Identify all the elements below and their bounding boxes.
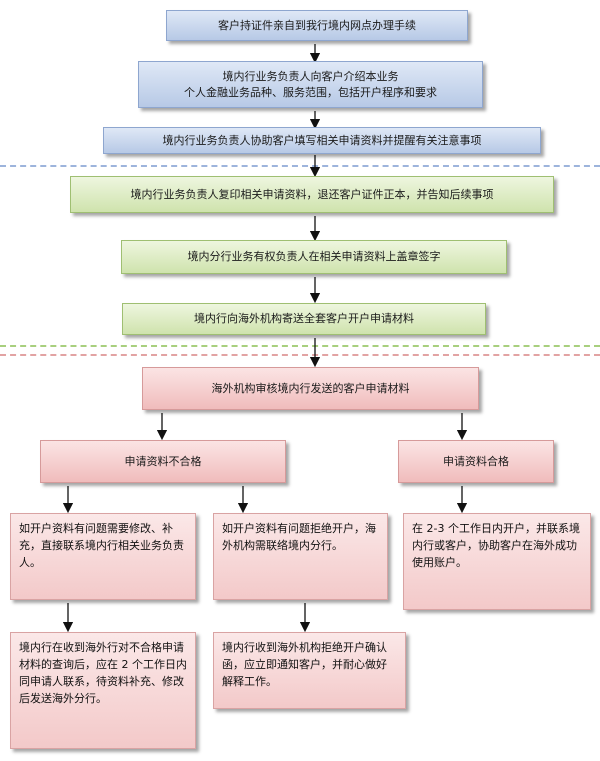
separator-pink <box>0 354 600 356</box>
branch-pass: 申请资料合格 <box>398 440 554 483</box>
separator-blue <box>0 165 600 167</box>
step-3: 境内行业务负责人协助客户填写相关申请资料并提醒有关注意事项 <box>103 127 541 154</box>
branch-pass-text: 申请资料合格 <box>443 454 509 468</box>
note-fail-reject: 如开户资料有问题拒绝开户，海外机构需联络境内分行。 <box>213 513 388 600</box>
branch-fail-text: 申请资料不合格 <box>124 454 202 468</box>
note-fail-reject-text: 如开户资料有问题拒绝开户，海外机构需联络境内分行。 <box>222 522 376 553</box>
step-5: 境内分行业务有权负责人在相关申请资料上盖章签字 <box>121 240 507 274</box>
step-7-text: 海外机构审核境内行发送的客户申请材料 <box>211 381 410 395</box>
note-reject-followup: 境内行收到海外机构拒绝开户确认函，应立即通知客户，并耐心做好解释工作。 <box>213 632 406 709</box>
step-6: 境内行向海外机构寄送全套客户开户申请材料 <box>122 303 486 335</box>
note-pass: 在 2-3 个工作日内开户，并联系境内行或客户，协助客户在海外成功使用账户。 <box>403 513 591 610</box>
step-2: 境内行业务负责人向客户介绍本业务 个人金融业务品种、服务范围，包括开户程序和要求 <box>138 61 483 108</box>
note-fail-followup-text: 境内行在收到海外行对不合格申请材料的查询后，应在 2 个工作日内同申请人联系，待… <box>19 641 187 706</box>
step-4: 境内行业务负责人复印相关申请资料，退还客户证件正本，并告知后续事项 <box>70 176 554 213</box>
step-4-text: 境内行业务负责人复印相关申请资料，退还客户证件正本，并告知后续事项 <box>130 187 494 201</box>
note-pass-text: 在 2-3 个工作日内开户，并联系境内行或客户，协助客户在海外成功使用账户。 <box>412 522 580 570</box>
step-1: 客户持证件亲自到我行境内网点办理手续 <box>166 10 468 41</box>
separator-green <box>0 345 600 347</box>
note-fail-modify: 如开户资料有问题需要修改、补充，直接联系境内行相关业务负责人。 <box>10 513 196 600</box>
step-2-line2: 个人金融业务品种、服务范围，包括开户程序和要求 <box>184 85 437 99</box>
step-5-text: 境内分行业务有权负责人在相关申请资料上盖章签字 <box>187 250 441 264</box>
note-fail-modify-text: 如开户资料有问题需要修改、补充，直接联系境内行相关业务负责人。 <box>19 522 184 570</box>
step-1-text: 客户持证件亲自到我行境内网点办理手续 <box>218 18 416 32</box>
step-2-line1: 境内行业务负责人向客户介绍本业务 <box>222 69 399 83</box>
step-6-text: 境内行向海外机构寄送全套客户开户申请材料 <box>194 312 414 326</box>
branch-fail: 申请资料不合格 <box>40 440 286 483</box>
note-fail-followup: 境内行在收到海外行对不合格申请材料的查询后，应在 2 个工作日内同申请人联系，待… <box>10 632 196 749</box>
note-reject-followup-text: 境内行收到海外机构拒绝开户确认函，应立即通知客户，并耐心做好解释工作。 <box>222 641 387 689</box>
step-3-text: 境内行业务负责人协助客户填写相关申请资料并提醒有关注意事项 <box>162 133 482 147</box>
step-7: 海外机构审核境内行发送的客户申请材料 <box>142 367 479 410</box>
